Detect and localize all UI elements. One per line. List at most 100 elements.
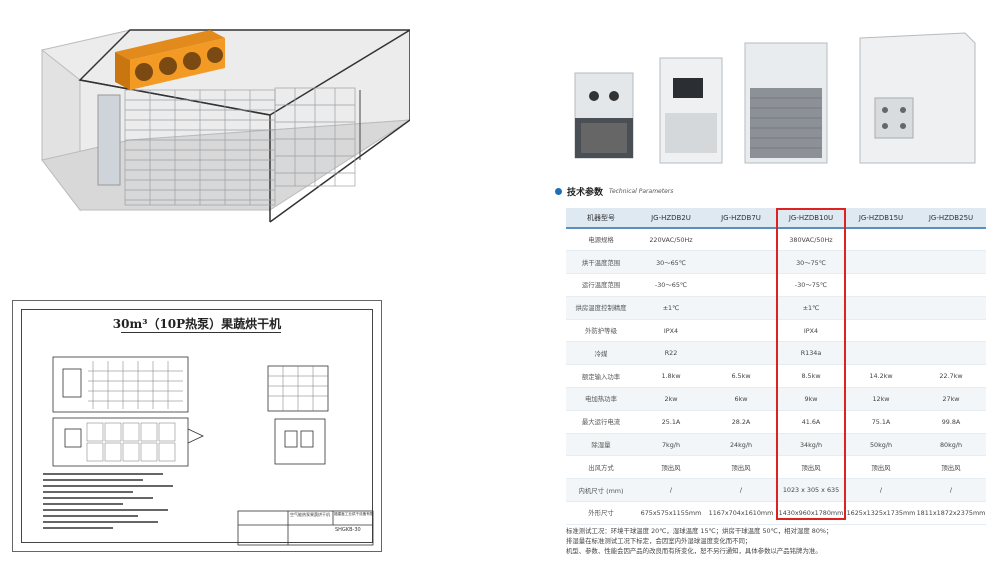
table-cell xyxy=(916,228,986,252)
table-cell xyxy=(706,228,776,252)
table-cell xyxy=(706,296,776,320)
header-cell: JG-HZDB25U xyxy=(916,208,986,229)
table-cell: 1023 x 305 x 635 xyxy=(776,478,846,503)
table-cell: / xyxy=(846,478,916,503)
table-cell: 顶出风 xyxy=(776,455,846,480)
table-row: 烘干温度范围 30～65℃ 30～75℃ xyxy=(566,250,986,275)
table-cell: R134a xyxy=(776,341,846,366)
table-cell: ±1℃ xyxy=(636,296,706,320)
row-label: 烘房温度控制精度 xyxy=(566,296,636,320)
table-cell: 1625x1325x1735mm xyxy=(846,501,916,525)
table-cell: 28.2A xyxy=(706,410,776,434)
table-row: 冷媒 R22 R134a xyxy=(566,341,986,366)
table-cell: 30～75℃ xyxy=(776,250,846,275)
drawing-title-underline xyxy=(121,332,281,333)
table-cell: 6kw xyxy=(706,387,776,411)
table-cell: 7kg/h xyxy=(636,433,706,457)
row-label: 出风方式 xyxy=(566,455,636,480)
note-line: 排湿量在标准测试工况下标定，会因室内外湿球温度变化而不同； xyxy=(566,537,752,545)
drying-trolleys xyxy=(124,87,356,206)
row-label: 外防护等级 xyxy=(566,319,636,343)
unit-hzdb7u-image xyxy=(659,57,723,164)
title-block-product: 空气能热泵果蔬烘干机 xyxy=(290,512,330,517)
table-cell xyxy=(916,273,986,297)
notes: 标准测试工况：环境干球温度 20℃，湿球温度 15℃；烘房干球温度 50℃，相对… xyxy=(566,526,986,556)
bullet-icon xyxy=(555,187,562,195)
table-cell: 顶出风 xyxy=(706,455,776,480)
table-cell: 34kg/h xyxy=(776,433,846,457)
section-header: 技术参数 Technical Parameters xyxy=(555,184,673,198)
table-cell: 1167x704x1610mm xyxy=(706,501,776,525)
header-cell: JG-HZDB7U xyxy=(706,208,776,229)
table-cell xyxy=(706,250,776,275)
table-cell: 顶出风 xyxy=(916,455,986,480)
table-cell: / xyxy=(636,478,706,503)
row-label: 内机尺寸 (mm) xyxy=(566,478,636,503)
table-cell: 220VAC/50Hz xyxy=(636,228,706,252)
table-cell xyxy=(916,341,986,366)
unit-hzdb2u-image xyxy=(574,72,634,159)
table-header-row: 机器型号 JG-HZDB2U JG-HZDB7U JG-HZDB10U JG-H… xyxy=(566,208,986,229)
unit-hzdb15u-image xyxy=(859,32,976,164)
table-cell xyxy=(916,319,986,343)
table-cell: 顶出风 xyxy=(846,455,916,480)
table-row: 额定输入功率 1.8kw 6.5kw 8.5kw 14.2kw 22.7kw xyxy=(566,364,986,389)
section-title-cn: 技术参数 xyxy=(567,187,604,198)
table-cell: 27kw xyxy=(916,387,986,411)
table-cell: -30～65℃ xyxy=(636,273,706,297)
table-row: 出风方式 顶出风 顶出风 顶出风 顶出风 顶出风 xyxy=(566,455,986,480)
table-cell: 6.5kw xyxy=(706,364,776,389)
table-row: 外形尺寸 675x575x1155mm 1167x704x1610mm 1430… xyxy=(566,501,986,525)
row-label: 额定输入功率 xyxy=(566,364,636,389)
header-cell: 机器型号 xyxy=(566,208,636,229)
header-cell: JG-HZDB2U xyxy=(636,208,706,229)
table-cell: 25.1A xyxy=(636,410,706,434)
table-cell: / xyxy=(916,478,986,503)
table-cell: 9kw xyxy=(776,387,846,411)
header-cell: JG-HZDB10U xyxy=(776,208,846,229)
drawing-views xyxy=(43,356,374,546)
table-cell: 2kw xyxy=(636,387,706,411)
table-cell: 50kg/h xyxy=(846,433,916,457)
table-cell: 41.6A xyxy=(776,410,846,434)
table-cell: / xyxy=(706,478,776,503)
table-cell: 675x575x1155mm xyxy=(636,501,706,525)
engineering-drawing: 30m³（10P热泵）果蔬烘干机 xyxy=(12,300,382,552)
table-cell xyxy=(846,250,916,275)
table-row: 最大运行电流 25.1A 28.2A 41.6A 75.1A 99.8A xyxy=(566,410,986,434)
row-label: 最大运行电流 xyxy=(566,410,636,434)
fan-bank xyxy=(115,30,225,90)
row-label: 电加热功率 xyxy=(566,387,636,411)
table-row: 外防护等级 IPX4 IPX4 xyxy=(566,319,986,343)
table-cell xyxy=(706,319,776,343)
table-cell: 24kg/h xyxy=(706,433,776,457)
table-cell xyxy=(846,319,916,343)
table-cell xyxy=(916,296,986,320)
table-cell xyxy=(706,273,776,297)
title-block-company: 福建鑫工业烘干设备有限公司 xyxy=(334,512,373,516)
table-cell: 1430x960x1780mm xyxy=(776,501,846,525)
table-cell: 12kw xyxy=(846,387,916,411)
table-cell: 99.8A xyxy=(916,410,986,434)
drying-room-render xyxy=(41,29,410,223)
table-cell xyxy=(846,273,916,297)
table-cell xyxy=(846,228,916,252)
table-cell: 14.2kw xyxy=(846,364,916,389)
drawing-title: 30m³（10P热泵）果蔬烘干机 xyxy=(112,317,282,331)
row-label: 电源规格 xyxy=(566,228,636,252)
table-cell xyxy=(706,341,776,366)
row-label: 烘干温度范围 xyxy=(566,250,636,275)
spec-table: 机器型号 JG-HZDB2U JG-HZDB7U JG-HZDB10U JG-H… xyxy=(566,208,986,525)
table-cell: R22 xyxy=(636,341,706,366)
table-cell: 380VAC/50Hz xyxy=(776,228,846,252)
row-label: 除湿量 xyxy=(566,433,636,457)
header-cell: JG-HZDB15U xyxy=(846,208,916,229)
table-row: 电源规格 220VAC/50Hz 380VAC/50Hz xyxy=(566,228,986,252)
note-line: 标准测试工况：环境干球温度 20℃，湿球温度 15℃；烘房干球温度 50℃，相对… xyxy=(566,527,833,535)
table-row: 除湿量 7kg/h 24kg/h 34kg/h 50kg/h 80kg/h xyxy=(566,433,986,457)
table-cell: -30～75℃ xyxy=(776,273,846,297)
drawing-frame xyxy=(21,309,373,543)
row-label: 冷媒 xyxy=(566,341,636,366)
table-cell: 30～65℃ xyxy=(636,250,706,275)
